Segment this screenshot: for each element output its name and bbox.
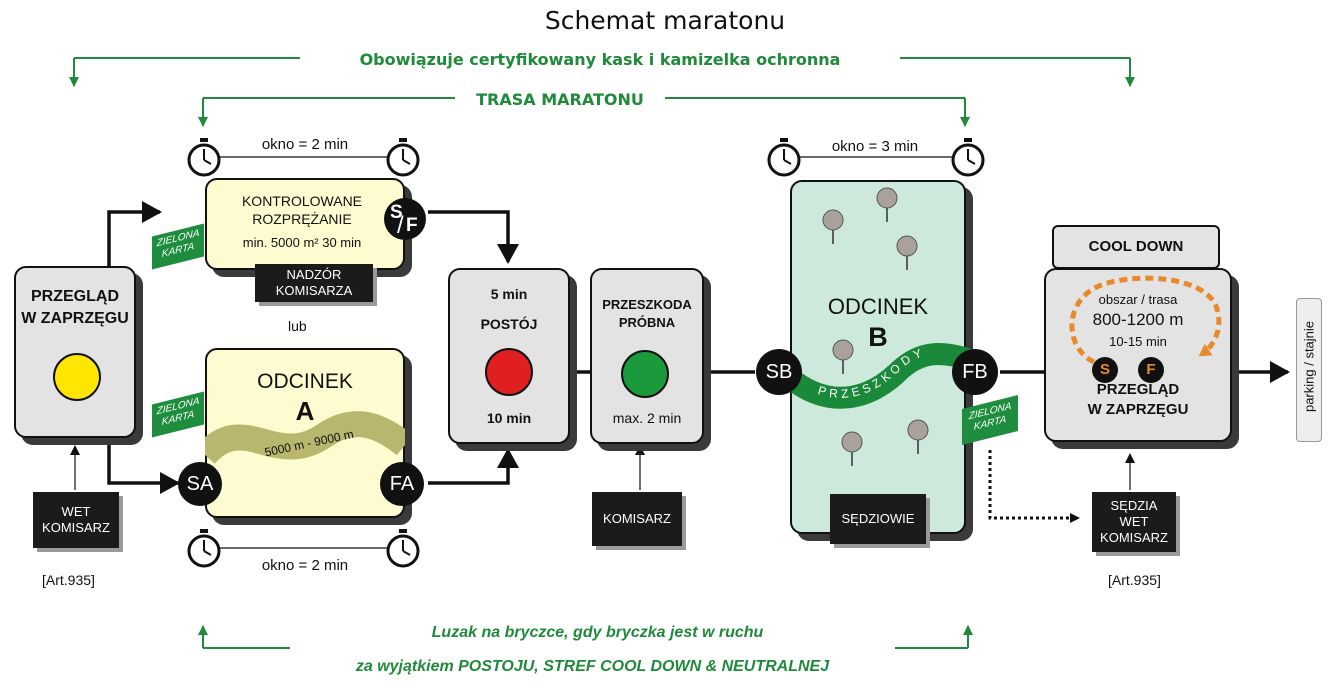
test-obstacle-box: PRZESZKODA PRÓBNA max. 2 min	[590, 268, 704, 444]
section-b-title: ODCINEK	[827, 294, 929, 319]
warmup-line2: ROZPRĘŻANIE	[252, 211, 352, 227]
stopwatch-icon	[767, 138, 801, 177]
start-inspection-label-2: W ZAPRZĘGU	[21, 310, 129, 327]
sf-f-label: F	[406, 215, 418, 236]
section-b-start-marker: SB	[756, 349, 802, 395]
green-light	[621, 350, 669, 398]
test-obstacle-line1: PRZESZKODA	[602, 297, 692, 312]
groom-note-1: Luzak na bryczce, gdy bryczka jest w ruc…	[431, 624, 764, 641]
or-label: lub	[288, 318, 307, 334]
halt-box: 5 min POSTÓJ 10 min	[448, 268, 570, 444]
warmup-line3: min. 5000 m² 30 min	[242, 235, 362, 250]
section-a-window-label: okno = 2 min	[261, 557, 349, 574]
art-reference-start: [Art.935]	[42, 572, 95, 588]
end-staff-label: SĘDZIA WET KOMISARZ	[1092, 492, 1176, 552]
test-obstacle-max: max. 2 min	[612, 410, 682, 426]
groom-bracket	[198, 625, 973, 649]
start-finish-marker: S / F	[384, 198, 426, 240]
section-a-finish-marker: FA	[380, 462, 424, 506]
wet-start-line2: KOMISARZ	[42, 520, 110, 535]
cool-down-start-marker: S	[1092, 357, 1118, 383]
cool-down-finish-marker: F	[1138, 357, 1164, 383]
helmet-note: Obowiązuje certyfikowany kask i kamizelk…	[359, 50, 841, 69]
cool-down-distance: 800-1200 m	[1092, 310, 1184, 329]
section-a-start-marker: SA	[178, 462, 222, 506]
cool-down-header: COOL DOWN	[1052, 225, 1220, 269]
warmup-box: KONTROLOWANE ROZPRĘŻANIE min. 5000 m² 30…	[205, 178, 405, 270]
supervision-line1: NADZÓR	[286, 266, 342, 282]
obstacle-pins	[822, 187, 929, 466]
test-obstacle-steward: KOMISARZ	[592, 492, 682, 546]
stopwatch-icon	[187, 529, 221, 568]
halt-max-time: 10 min	[486, 410, 532, 426]
section-b-finish-marker: FB	[952, 349, 998, 395]
page-title: Schemat maratonu	[544, 6, 786, 35]
section-a-letter: A	[295, 396, 315, 426]
stopwatch-icon	[386, 529, 420, 568]
section-a-title: ODCINEK	[257, 370, 353, 393]
stopwatch-icon	[386, 138, 420, 177]
route-bracket	[198, 97, 970, 127]
section-a-path: 5000 m - 9000 m	[205, 411, 405, 465]
cool-down-loop	[1069, 275, 1222, 365]
halt-min-time: 5 min	[490, 286, 528, 302]
end-inspection-line2: W ZAPRZĘGU	[1087, 401, 1189, 418]
exit-label-box: parking / stajnie	[1296, 298, 1322, 442]
warmup-line1: KONTROLOWANE	[241, 193, 363, 209]
start-inspection-label-1: PRZEGLĄD	[31, 288, 119, 305]
end-inspection-line1: PRZEGLĄD	[1096, 381, 1180, 398]
end-staff-line2: WET	[1119, 513, 1149, 529]
art-reference-end: [Art.935]	[1108, 572, 1161, 588]
wet-start-line1: WET	[61, 503, 91, 519]
section-b-path: PRZESZKODY	[783, 343, 974, 409]
exit-label: parking / stajnie	[1301, 320, 1317, 413]
section-b-window-label: okno = 3 min	[831, 138, 919, 155]
red-light	[485, 348, 533, 396]
route-note: TRASA MARATONU	[476, 90, 644, 109]
test-obstacle-line2: PRÓBNA	[618, 315, 676, 330]
helmet-bracket	[69, 57, 1135, 87]
end-staff-line3: KOMISARZ	[1100, 530, 1168, 546]
halt-label: POSTÓJ	[480, 316, 538, 332]
stopwatch-icon	[187, 138, 221, 177]
warmup-window-label: okno = 2 min	[261, 136, 349, 153]
supervision-line2: KOMISARZA	[275, 283, 353, 298]
cool-down-area: obszar / trasa	[1098, 292, 1178, 307]
cool-down-time: 10-15 min	[1109, 334, 1167, 349]
groom-note-2: za wyjątkiem POSTOJU, STREF COOL DOWN & …	[355, 658, 830, 675]
sf-s-label: S	[390, 202, 403, 223]
section-b-letter: B	[868, 322, 888, 352]
stopwatch-icon	[951, 138, 985, 177]
yellow-light	[53, 353, 101, 401]
end-staff-line1: SĘDZIA	[1110, 497, 1158, 513]
judges-label: SĘDZIOWIE	[830, 494, 926, 544]
start-inspection-box: PRZEGLĄD W ZAPRZĘGU	[14, 266, 136, 438]
